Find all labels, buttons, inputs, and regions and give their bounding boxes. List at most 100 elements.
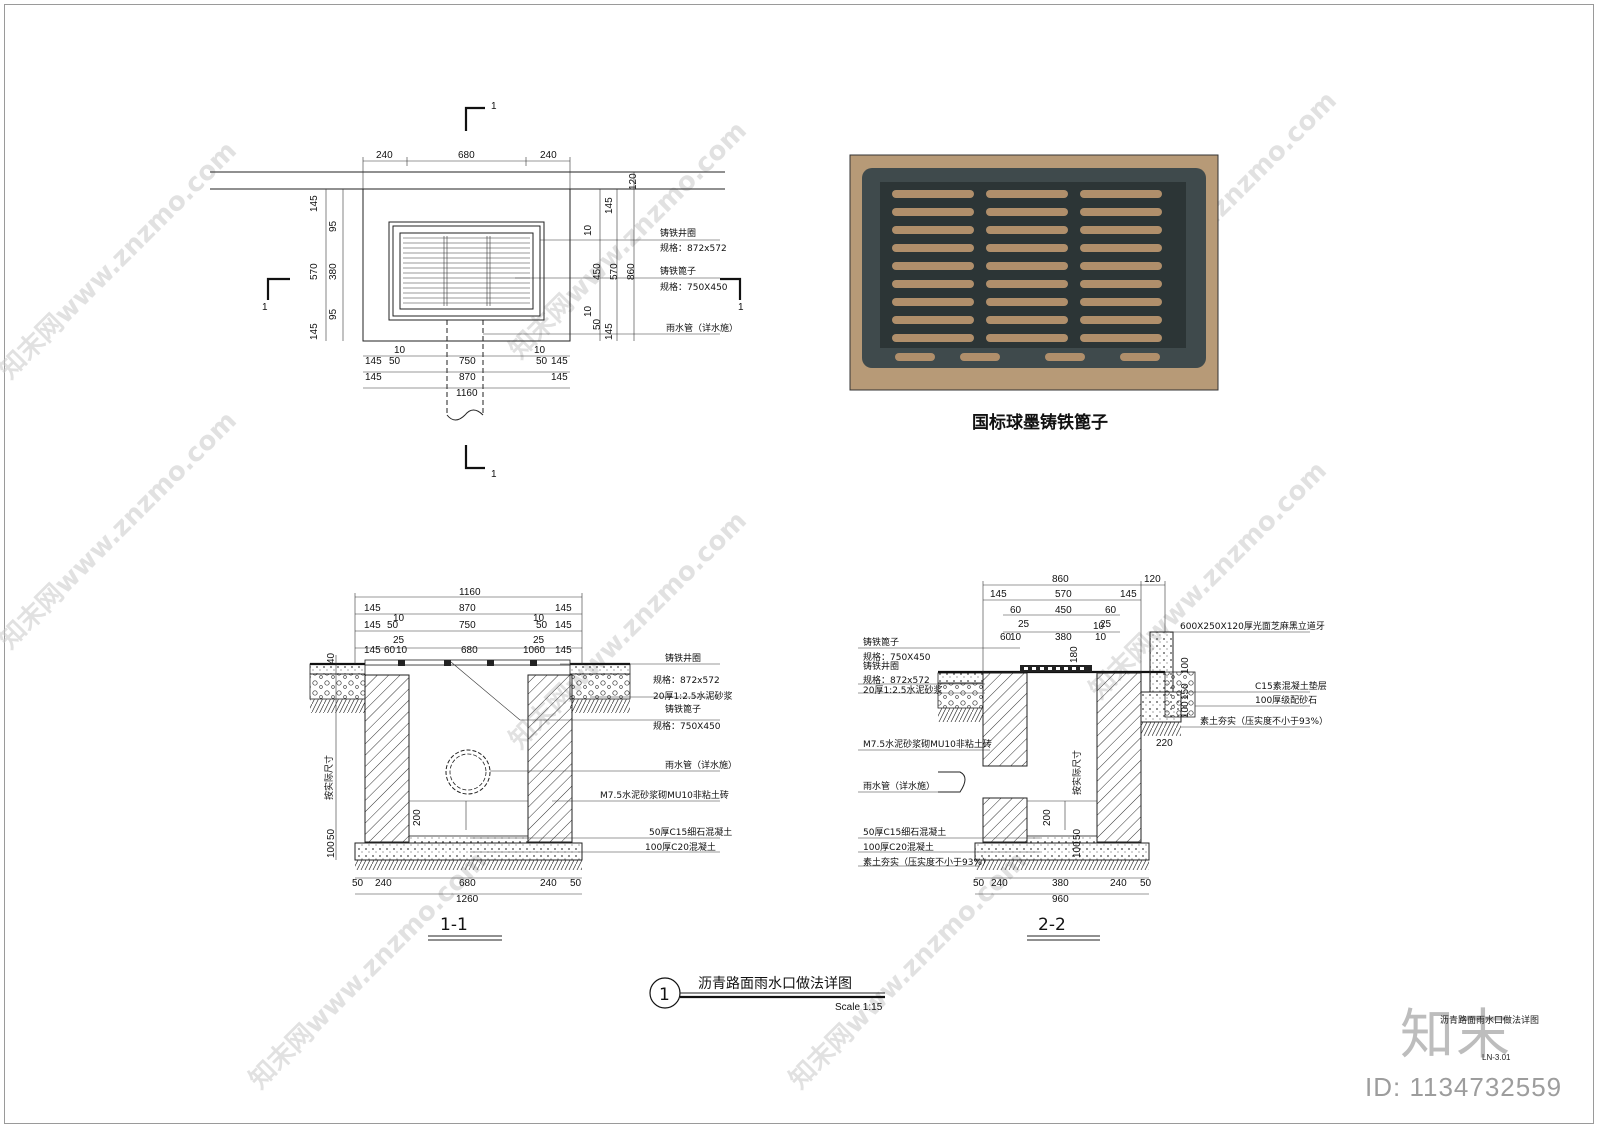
dimension-label: 50 <box>387 620 399 631</box>
brick-wall-left <box>364 674 410 843</box>
dimension-label: 60 <box>1010 605 1022 616</box>
dimension-label: 95 <box>328 220 339 232</box>
dimension-label: 145 <box>555 645 572 656</box>
dimension-label: 145 <box>551 356 568 367</box>
dimension-label: 60 <box>384 645 396 656</box>
dimension-label: 10 <box>583 224 594 236</box>
dimension-label: 240 <box>991 878 1008 889</box>
dimension-label: 10 <box>534 345 546 356</box>
drawing-title: 沥青路面雨水口做法详图 <box>698 976 852 992</box>
dimension-label: 50厚C15细石混凝土 <box>863 826 946 838</box>
dimension-label: 铸铁井圈 <box>660 227 696 239</box>
dimension-label: 60 <box>1105 605 1117 616</box>
watermark-text: 知末网www.znzmo.com <box>1084 456 1333 705</box>
sheet-number: LN-3.01 <box>1482 1053 1511 1062</box>
dimension-label: 150 <box>1180 683 1191 700</box>
dimension-label: 10 <box>1095 632 1107 643</box>
dimension-label: 50 <box>536 620 548 631</box>
dimension-label: 240 <box>1110 878 1127 889</box>
dimension-label: 10 <box>396 645 408 656</box>
dimension-label: 680 <box>458 150 475 161</box>
dimension-label: 雨水管（详水施） <box>666 322 738 334</box>
dimension-label: 50 <box>536 356 548 367</box>
dimension-label: 220 <box>1156 738 1173 749</box>
photo-caption: 国标球墨铸铁篦子 <box>972 413 1108 433</box>
dimension-label: 铸铁井圈 <box>863 660 899 672</box>
dimension-label: 860 <box>626 263 637 280</box>
dimension-label: 680 <box>461 645 478 656</box>
dimension-label: 570 <box>309 263 320 280</box>
dimension-label: 铸铁篦子 <box>863 636 899 648</box>
dimension-label: 按实际尺寸 <box>1071 750 1083 795</box>
c20-base <box>354 842 583 861</box>
dimension-label: 750 <box>459 620 476 631</box>
watermark-text: 知末网www.znzmo.com <box>0 136 243 385</box>
dimension-label: 1 <box>262 302 268 313</box>
section-2-title: 2-2 <box>1038 915 1066 935</box>
dimension-label: 180 <box>1069 646 1080 663</box>
dimension-label: 50 <box>352 878 364 889</box>
dimension-label: 雨水管（详水施） <box>863 780 935 792</box>
dimension-label: 1260 <box>456 894 479 905</box>
dimension-label: 50 <box>389 356 401 367</box>
section-2-2: 860 120 145 570 145 60 450 60 10 25 380 … <box>858 574 1328 941</box>
dimension-label: 25 <box>1100 619 1112 630</box>
dimension-label: 200 <box>1042 809 1053 826</box>
dimension-label: 1 <box>659 985 670 1005</box>
section-mark-left <box>266 277 290 300</box>
brick-wall-right <box>527 674 573 843</box>
section-mark-right <box>720 277 742 300</box>
watermark-text: 知末网www.znzmo.com <box>244 846 493 1095</box>
dimension-label: 240 <box>540 150 557 161</box>
dimension-label: 380 <box>1055 632 1072 643</box>
dimension-label: 145 <box>365 356 382 367</box>
dimension-label: 960 <box>1052 894 1069 905</box>
dimension-label: 380 <box>328 263 339 280</box>
section-1-1: 1160 145 870 145 145 50 10 750 10 50 145… <box>309 587 737 941</box>
dimension-label: 20厚1:2.5水泥砂浆 <box>863 684 943 696</box>
dimension-label: 铸铁井圈 <box>665 652 701 664</box>
dimension-label: 规格：750X450 <box>653 720 721 732</box>
dimension-label: 145 <box>555 603 572 614</box>
dimension-label: 145 <box>604 197 615 214</box>
dimension-label: 870 <box>459 603 476 614</box>
dimension-label: 145 <box>364 603 381 614</box>
dimension-label: 10 <box>533 613 545 624</box>
dimension-label: 25 <box>1018 619 1030 630</box>
dimension-label: 铸铁篦子 <box>665 703 701 715</box>
dimension-label: 145 <box>555 620 572 631</box>
dimension-label: 570 <box>609 263 620 280</box>
dimension-label: 200 <box>412 809 423 826</box>
dimension-label: 1160 <box>456 388 478 399</box>
dimension-label: 10 <box>1010 632 1022 643</box>
dimension-label: 145 <box>365 372 382 383</box>
dimension-label: 145 <box>990 589 1007 600</box>
title-block: 1 沥青路面雨水口做法详图 Scale 1:15 <box>649 976 885 1013</box>
dimension-label: 100厚C20混凝土 <box>863 841 934 853</box>
dimension-label: 450 <box>592 263 603 280</box>
dimension-label: 素土夯实（压实度不小于93%） <box>863 856 991 868</box>
dimension-label: 雨水管（详水施） <box>665 759 737 771</box>
dimension-label: M7.5水泥砂浆砌MU10非粘土砖 <box>600 789 729 801</box>
dimension-label: 1 <box>491 101 497 112</box>
dimension-label: 120 <box>1144 574 1161 585</box>
dimension-label: 680 <box>459 878 476 889</box>
dimension-label: M7.5水泥砂浆砌MU10非粘土砖 <box>863 738 992 750</box>
dimension-label: 素土夯实（压实度不小于93%） <box>1200 715 1328 727</box>
dimension-label: 50 <box>592 318 603 330</box>
drawing-frame <box>4 4 1594 1124</box>
dimension-label: 120 <box>628 173 639 190</box>
dimension-label: 600X250X120厚光面芝麻黑立道牙 <box>1180 620 1325 632</box>
dimension-label: Scale 1:15 <box>835 1002 883 1013</box>
plan-view: 1 1 1 1 240 680 240 120 145 95 570 380 9… <box>210 101 744 480</box>
sheet-title: 沥青路面雨水口做法详图 <box>1440 1016 1540 1026</box>
dimension-label: 50 <box>1072 828 1083 840</box>
section-mark-bottom <box>464 445 485 470</box>
image-id: ID: 1134732559 <box>1365 1072 1563 1102</box>
grate-photo <box>849 154 1219 391</box>
dimension-label: 100 <box>1180 701 1191 718</box>
dimension-label: C15素混凝土垫层 <box>1255 680 1327 692</box>
dimension-label: 870 <box>459 372 476 383</box>
dimension-label: 50 <box>570 878 582 889</box>
dimension-label: 100厚级配砂石 <box>1255 694 1317 706</box>
